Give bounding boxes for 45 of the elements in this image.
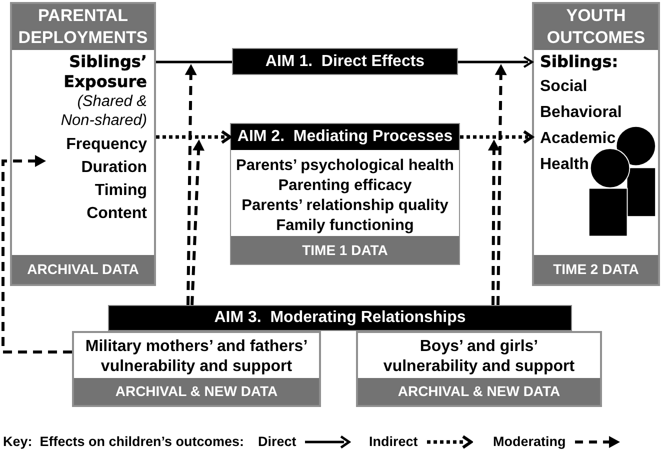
body-text: Boys’ and girls’ vulnerability and support <box>382 337 576 377</box>
panel-footer: ARCHIVAL DATA <box>12 255 154 284</box>
list-item: Family functioning <box>276 216 414 236</box>
aim-bar: AIM 1. Direct Effects <box>232 48 458 75</box>
note-text: (Shared & Non-shared) <box>60 92 147 130</box>
panel-footer: TIME 2 DATA <box>534 255 658 284</box>
list-item: Content <box>86 204 147 224</box>
arrow <box>488 140 500 305</box>
section-heading: Siblings: <box>540 51 618 73</box>
arrow <box>460 130 534 144</box>
arrow <box>156 130 232 144</box>
list-item: Duration <box>81 158 147 178</box>
moderator-box <box>72 331 321 407</box>
list-item: Parenting efficacy <box>278 176 412 196</box>
legend-label: Direct <box>258 433 296 451</box>
list-item: Social <box>540 77 588 97</box>
moderator-box <box>356 331 602 407</box>
aim-bar: AIM 3. Moderating Relationships <box>108 305 572 331</box>
list-item: Academic <box>540 129 616 149</box>
list-item: Behavioral <box>540 103 622 123</box>
list-item: Frequency <box>66 135 147 155</box>
panel-header: YOUTH OUTCOMES <box>534 4 658 50</box>
arrow <box>458 56 534 68</box>
list-item: Timing <box>94 181 147 201</box>
panel-header: AIM 2. Mediating Processes <box>231 124 459 150</box>
legend-label: Moderating <box>493 433 566 451</box>
panel-footer: ARCHIVAL & NEW DATA <box>358 378 600 405</box>
aim-panel <box>230 123 460 265</box>
body-text: Military mothers’ and fathers’ vulnerability and support <box>84 337 309 377</box>
section-heading: Siblings’ Exposure <box>64 52 147 92</box>
list-item: Parents’ psychological health <box>236 156 454 176</box>
arrow <box>184 64 197 306</box>
panel-footer: ARCHIVAL & NEW DATA <box>74 378 319 405</box>
connector-line <box>156 60 232 64</box>
legend-label: Indirect <box>369 433 418 451</box>
list-item: Health <box>540 155 589 175</box>
category-panel <box>10 2 156 286</box>
panel-footer: TIME 1 DATA <box>231 236 459 264</box>
list-item: Parents’ relationship quality <box>242 196 448 216</box>
legend-title: Key: Effects on children’s outcomes: <box>3 433 244 451</box>
category-panel <box>532 2 660 286</box>
arrow <box>190 140 205 306</box>
arrow <box>2 155 72 354</box>
panel-header: PARENTAL DEPLOYMENTS <box>12 4 154 50</box>
arrow <box>494 64 507 306</box>
